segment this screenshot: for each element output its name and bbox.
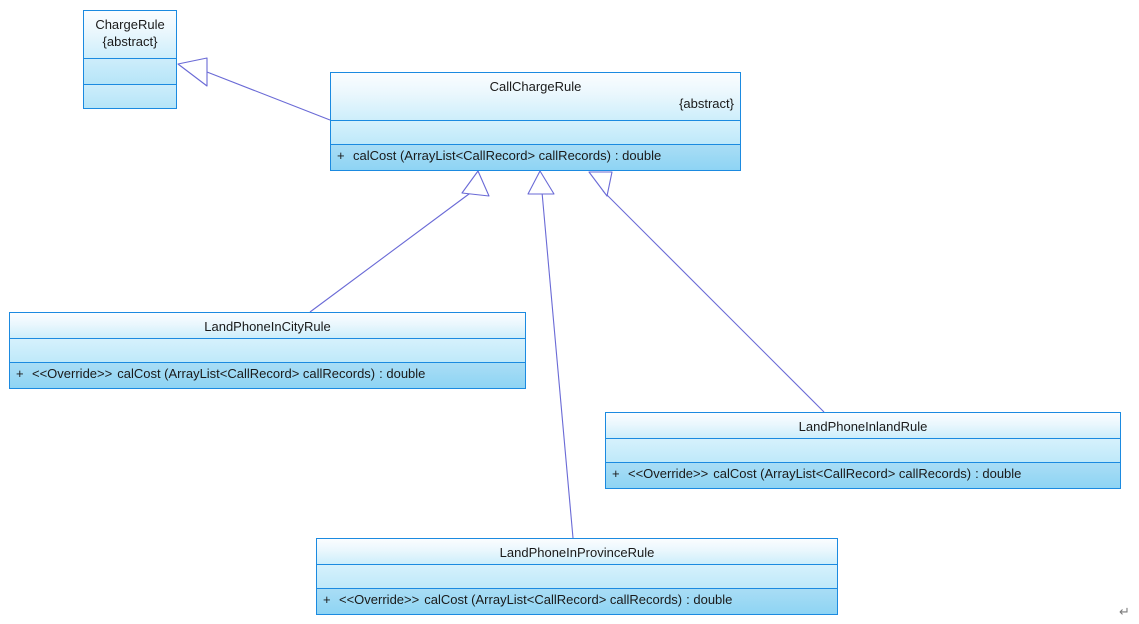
operation-stereotype: <<Override>> [339, 592, 420, 607]
operation-visibility: + [16, 366, 24, 381]
class-header-landphoneinprovincerule: LandPhoneInProvinceRule [317, 539, 837, 565]
operation-visibility: + [323, 592, 331, 607]
operation-return-type: : double [975, 466, 1022, 481]
abstract-tag-chargerule: {abstract} [102, 34, 158, 49]
edge-callchargerule-to-chargerule [177, 57, 331, 121]
operation-return-type: : double [379, 366, 426, 381]
class-box-landphoneincityrule[interactable]: LandPhoneInCityRule + <<Override>> calCost… [9, 312, 526, 389]
class-header-callchargerule: CallChargeRule {abstract} [331, 73, 740, 121]
class-name-landphoneincityrule: LandPhoneInCityRule [204, 319, 331, 334]
class-operations-callchargerule: + calCost (ArrayList<CallRecord> callReco… [331, 145, 740, 170]
class-header-landphoneinlandrule: LandPhoneInlandRule [606, 413, 1120, 439]
class-attributes-landphoneinprovincerule [317, 565, 837, 589]
class-name-chargerule: ChargeRule [95, 17, 165, 32]
operation-visibility: + [612, 466, 620, 481]
class-attributes-landphoneincityrule [10, 339, 525, 363]
class-attributes-chargerule [84, 59, 176, 85]
class-name-callchargerule: CallChargeRule [489, 79, 582, 94]
operation-stereotype: <<Override>> [32, 366, 113, 381]
edge-landphoneincityrule-to-callchargerule [309, 170, 490, 313]
edge-landphoneinlandrule-to-callchargerule [588, 171, 825, 413]
class-attributes-callchargerule [331, 121, 740, 145]
abstract-tag-callchargerule: {abstract} [679, 96, 734, 111]
operation-return-type: : double [614, 148, 662, 163]
operation-signature: calCost (ArrayList<CallRecord> callRecor… [424, 592, 683, 607]
class-operations-chargerule [84, 85, 176, 108]
carriage-return-mark: ↵ [1119, 604, 1130, 619]
operation-row: + <<Override>> calCost (ArrayList<CallReco… [16, 366, 519, 382]
operation-return-type: : double [686, 592, 733, 607]
class-box-landphoneinlandrule[interactable]: LandPhoneInlandRule + <<Override>> calCost… [605, 412, 1121, 489]
class-operations-landphoneinprovincerule: + <<Override>> calCost (ArrayList<CallReco… [317, 589, 837, 614]
class-header-landphoneincityrule: LandPhoneInCityRule [10, 313, 525, 339]
class-box-landphoneinprovincerule[interactable]: LandPhoneInProvinceRule + <<Override>> cal… [316, 538, 838, 615]
class-attributes-landphoneinlandrule [606, 439, 1120, 463]
class-operations-landphoneinlandrule: + <<Override>> calCost (ArrayList<CallReco… [606, 463, 1120, 488]
edge-landphoneinprovincerule-to-callchargerule [527, 170, 574, 539]
operation-row: + calCost (ArrayList<CallRecord> callReco… [337, 148, 734, 164]
operation-visibility: + [337, 148, 345, 163]
operation-row: + <<Override>> calCost (ArrayList<CallReco… [612, 466, 1114, 482]
operation-signature: calCost (ArrayList<CallRecord> callRecor… [117, 366, 376, 381]
class-box-chargerule[interactable]: ChargeRule {abstract} [83, 10, 177, 109]
operation-signature: calCost (ArrayList<CallRecord> callRecor… [713, 466, 972, 481]
class-operations-landphoneincityrule: + <<Override>> calCost (ArrayList<CallReco… [10, 363, 525, 388]
operation-row: + <<Override>> calCost (ArrayList<CallReco… [323, 592, 831, 608]
class-header-chargerule: ChargeRule {abstract} [84, 11, 176, 59]
class-name-landphoneinlandrule: LandPhoneInlandRule [798, 419, 928, 434]
class-name-landphoneinprovincerule: LandPhoneInProvinceRule [499, 545, 655, 560]
class-box-callchargerule[interactable]: CallChargeRule {abstract} + calCost (Arra… [330, 72, 741, 171]
operation-stereotype: <<Override>> [628, 466, 709, 481]
operation-signature: calCost (ArrayList<CallRecord> callRecor… [353, 148, 611, 163]
